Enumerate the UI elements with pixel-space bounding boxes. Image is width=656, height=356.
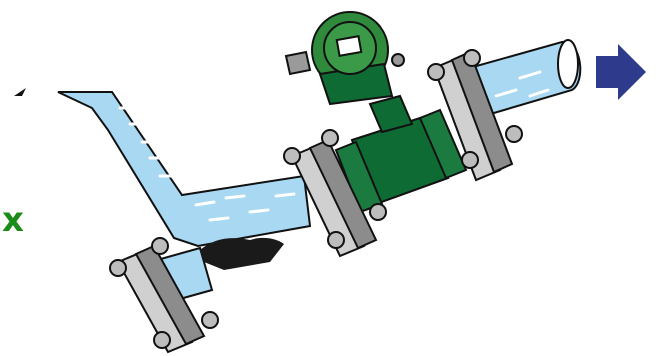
sediment-icon xyxy=(200,238,284,270)
flow-direction-arrow-icon xyxy=(596,44,646,100)
meter-display-icon xyxy=(337,36,361,56)
status-mark: x xyxy=(2,200,24,240)
pipe-end xyxy=(558,40,578,88)
inlet-arrow-icon xyxy=(14,88,26,96)
upstream-pipe xyxy=(58,92,310,246)
